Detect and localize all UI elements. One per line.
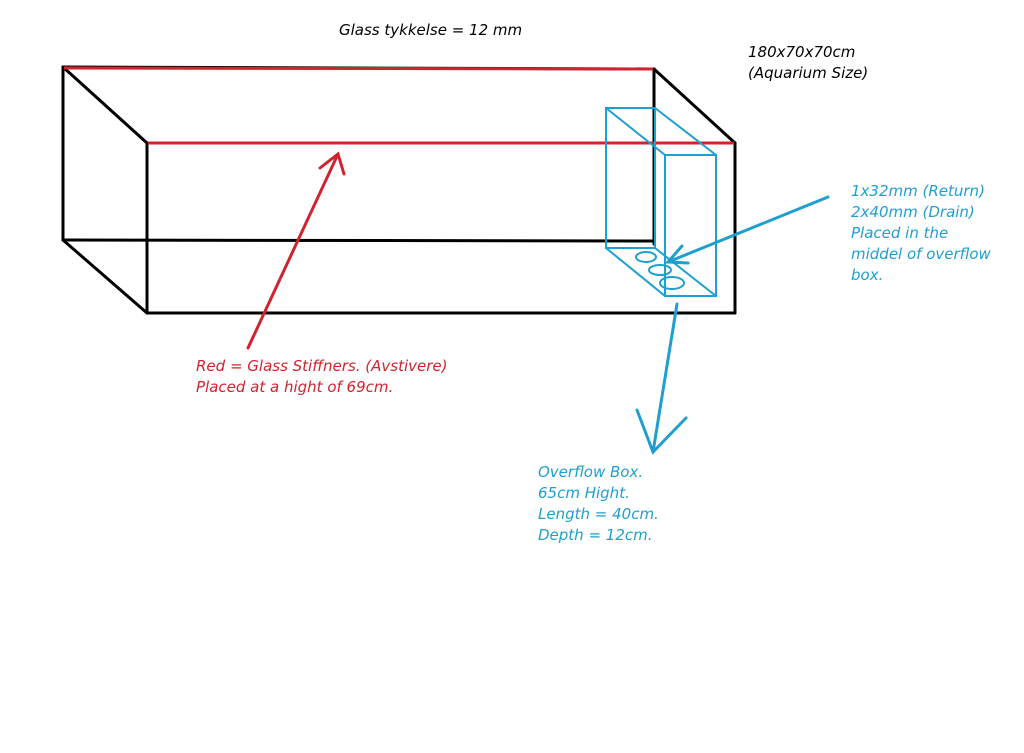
- pipes-label-line: 1x32mm (Return): [851, 182, 985, 200]
- pipe-hole-2: [648, 264, 672, 276]
- tank-back-bottom-edge: [61, 238, 656, 243]
- overflow-arrow-shaft: [651, 302, 679, 454]
- tank-outline: [61, 65, 737, 315]
- stiffener-label-line: Placed at a hight of 69cm.: [196, 378, 394, 396]
- stiffener-label: Red = Glass Stiffners. (Avstivere) Place…: [196, 356, 448, 398]
- stiffener-arrow-shaft: [246, 152, 340, 350]
- pipes-arrow: [664, 195, 830, 265]
- stiffener-arrow-head: [318, 151, 346, 176]
- overflow-arrow: [635, 302, 688, 455]
- pipe-hole-3: [659, 276, 685, 290]
- glass-thickness-label: Glass tykkelse = 12 mm: [339, 21, 523, 39]
- overflow-box-back-face: [605, 107, 656, 249]
- overflow-box-top-left-edge: [605, 107, 666, 156]
- overflow-label-line: Overflow Box.: [538, 463, 644, 481]
- glass-stiffeners: [63, 66, 734, 145]
- pipes-arrow-shaft: [666, 195, 830, 264]
- overflow-box: [605, 107, 717, 297]
- overflow-label-line: Length = 40cm.: [538, 505, 659, 523]
- pipes-label-line: Placed in the: [851, 224, 949, 242]
- tank-top-left-depth-edge: [61, 65, 149, 145]
- stiffener-label-line: Red = Glass Stiffners. (Avstivere): [196, 357, 448, 375]
- aquarium-size-caption: (Aquarium Size): [748, 64, 869, 82]
- pipe-hole-1: [635, 251, 657, 263]
- overflow-box-label: Overflow Box. 65cm Hight. Length = 40cm.…: [538, 462, 659, 546]
- aquarium-size-line: 180x70x70cm: [748, 43, 856, 61]
- overflow-arrow-head: [635, 408, 688, 455]
- tank-top-right-depth-edge: [652, 67, 737, 145]
- overflow-label-line: 65cm Hight.: [538, 484, 630, 502]
- overflow-label-line: Depth = 12cm.: [538, 526, 653, 544]
- overflow-box-bottom-left-edge: [605, 247, 666, 297]
- pipes-arrow-head: [664, 244, 690, 265]
- pipes-label-line: middel of overflow: [851, 245, 991, 263]
- pipes-label: 1x32mm (Return) 2x40mm (Drain) Placed in…: [851, 181, 991, 286]
- back-stiffener: [63, 66, 654, 71]
- aquarium-size-label: 180x70x70cm (Aquarium Size): [748, 42, 868, 84]
- tank-bottom-left-depth-edge: [61, 238, 149, 315]
- pipes-label-line: box.: [851, 266, 884, 284]
- overflow-box-bottom-right-edge: [654, 247, 717, 297]
- overflow-box-top-right-edge: [654, 107, 717, 156]
- pipes-label-line: 2x40mm (Drain): [851, 203, 975, 221]
- stiffener-arrow: [246, 151, 346, 350]
